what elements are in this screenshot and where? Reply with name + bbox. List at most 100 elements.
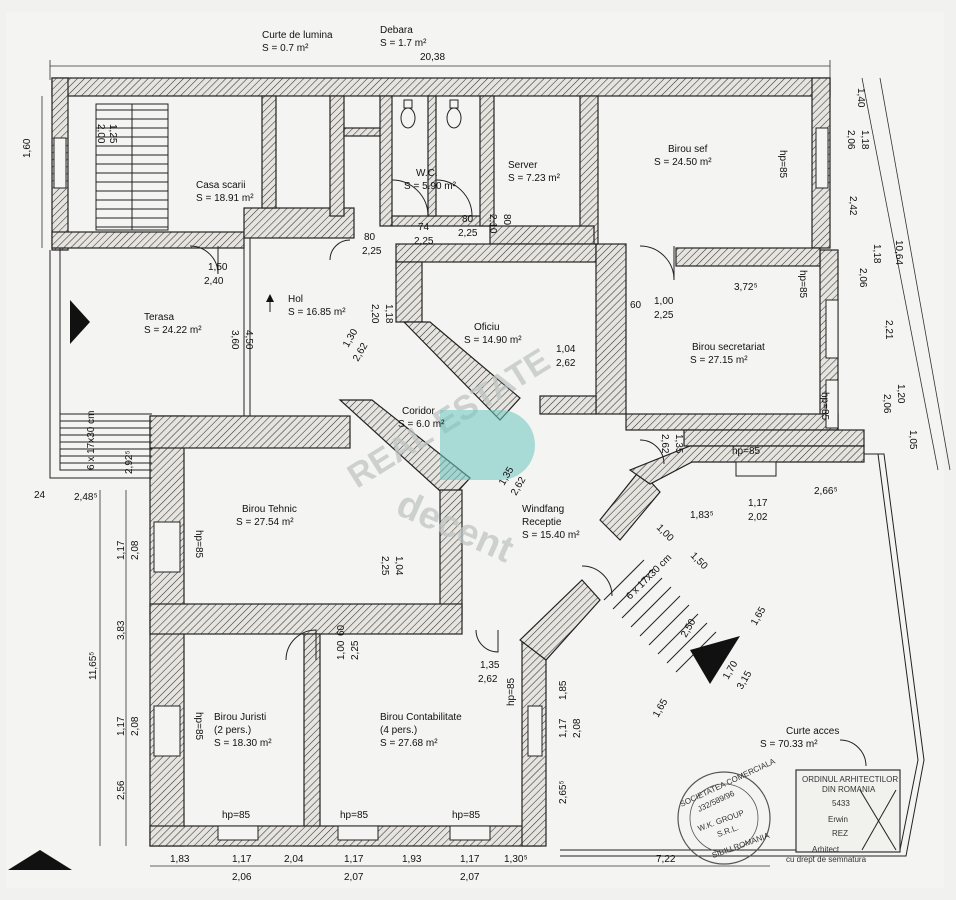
dim-inner: 2,02 (748, 512, 768, 523)
dim-inner: 2,62 (659, 434, 670, 454)
stair-tread (612, 568, 654, 610)
stairs-terasa (59, 413, 152, 471)
room-name-windfang: Windfang (522, 504, 564, 515)
room-name-receptie: Receptie (522, 517, 562, 528)
dim-right: 2,21 (883, 320, 894, 340)
stair-tread (621, 577, 663, 619)
dimension-left: 1,60 11,65⁵ 2,08 1,17 3,83 1,17 2,08 2,5… (22, 96, 141, 846)
room-name-birou-secretariat: Birou secretariat (692, 342, 765, 353)
dim-right: 2,06 (857, 268, 868, 288)
stair-tread (603, 559, 645, 601)
dim-inner: 1,18 (383, 304, 394, 324)
dim-inner: 2,92⁵ (124, 450, 135, 474)
hp-label: hp=85 (452, 810, 481, 821)
dim-bottom: 1,17 (232, 854, 252, 865)
dim-stairs-1: 6 x 17x30 cm (86, 411, 97, 470)
dim-inner: 2,65⁵ (558, 780, 569, 804)
dim-inner: 2,00 (95, 124, 106, 144)
dim-inner: 1,35 (673, 434, 684, 454)
room-name-debara: Debara (380, 25, 413, 36)
curte-acces-outline (560, 453, 925, 857)
dim-left: 1,17 (116, 716, 127, 736)
stairs-windfang (603, 559, 717, 673)
dim-inner: 2,25 (350, 640, 361, 660)
room-area-windfang: S = 15.40 m² (522, 530, 580, 541)
dim-inner: 80 (364, 232, 376, 243)
dim-right: 1,05 (907, 430, 918, 450)
dim-left: 3,83 (116, 620, 127, 640)
stair-tread (657, 613, 699, 655)
watermark-logo-icon (440, 410, 535, 480)
stamp-role1: Arhitect (812, 845, 840, 854)
dim-inner: 2,48⁵ (74, 492, 98, 503)
dim-inner: 74 (418, 222, 430, 233)
architect-stamp: ORDINUL ARHITECTILOR DIN ROMANIA 5433 Er… (786, 769, 901, 864)
dim-inner: 2,25 (458, 228, 478, 239)
dim-inner: 1,83⁵ (690, 510, 714, 521)
room-area-birou-sef: S = 24.50 m² (654, 157, 712, 168)
dim-inner: 80 (462, 214, 474, 225)
dim-right: 2,42 (847, 196, 858, 216)
dim-bottom: 1,30⁵ (504, 854, 528, 865)
room-name-birou-tehnic: Birou Tehnic (242, 504, 297, 515)
stamp-name2: REZ (832, 829, 848, 838)
room-name-curte-acces: Curte acces (786, 726, 839, 737)
dim-bottom: 2,06 (232, 872, 252, 883)
hp-labels: hp=85 hp=85 hp=85 hp=85 hp=85 hp=85 hp=8… (193, 150, 830, 821)
dim-inner: 2,10 (487, 214, 498, 234)
dim-inner: 2,25 (362, 246, 382, 257)
room-labels: Curte de lumina S = 0.7 m² Debara S = 1.… (144, 25, 839, 750)
dim-right: 1,20 (895, 384, 906, 404)
stamp-line2: DIN ROMANIA (822, 785, 876, 794)
dim-inner: 2,08 (572, 718, 583, 738)
room-area-casa-scarii: S = 18.91 m² (196, 193, 254, 204)
room-name-birou-juristi: Birou Juristi (214, 712, 266, 723)
room-area-curte-lumina: S = 0.7 m² (262, 43, 309, 54)
room-capacity-birou-contabilitate: (4 pers.) (380, 725, 417, 736)
doors (189, 239, 867, 767)
room-area-birou-contabilitate: S = 27.68 m² (380, 738, 438, 749)
dim-right-total: 10,64 (893, 240, 904, 265)
dim-inner: 3,72⁵ (734, 282, 758, 293)
room-name-terasa: Terasa (144, 312, 174, 323)
dim-inner: 1,85 (558, 680, 569, 700)
room-name-casa-scarii: Casa scarii (196, 180, 245, 191)
dim-inner: 1,04 (393, 556, 404, 576)
room-name-wc: W.C. (416, 168, 438, 179)
dim-inner: 24 (34, 490, 46, 501)
room-area-debara: S = 1.7 m² (380, 38, 427, 49)
dim-inner: 1,50 (208, 262, 228, 273)
dim-right: 2,06 (881, 394, 892, 414)
room-area-wc: S = 5.90 m² (404, 181, 457, 192)
dim-inner: 1,04 (556, 344, 576, 355)
dim-bottom: 1,83 (170, 854, 190, 865)
room-name-birou-sef: Birou sef (668, 144, 708, 155)
wc-fixtures (391, 99, 473, 217)
room-area-curte-acces: S = 70.33 m² (760, 739, 818, 750)
windows (53, 127, 839, 841)
hp-label: hp=85 (340, 810, 369, 821)
dim-inner: 1,00 (654, 296, 674, 307)
dim-inner: 1,25 (107, 124, 118, 144)
dim-bottom: 1,17 (344, 854, 364, 865)
dim-bottom: 2,07 (344, 872, 364, 883)
dim-inner: 2,62 (556, 358, 576, 369)
hp-label: hp=85 (222, 810, 251, 821)
room-name-coridor: Coridor (402, 406, 435, 417)
dim-inner: 1,35 (480, 660, 500, 671)
stamp-line1: ORDINUL ARHITECTILOR (802, 775, 898, 784)
dim-inner: 1,17 (748, 498, 768, 509)
dim-left: 1,17 (116, 540, 127, 560)
stair-tread (648, 604, 690, 646)
dim-inner: 2,25 (654, 310, 674, 321)
hp-label: hp=85 (193, 712, 204, 741)
north-arrow-icon (8, 850, 72, 870)
hp-label: hp=85 (193, 530, 204, 559)
stair-tread (630, 586, 672, 628)
dim-top-total: 20,38 (420, 52, 445, 63)
dim-left: 2,08 (130, 540, 141, 560)
room-name-server: Server (508, 160, 538, 171)
dim-bottom: 1,17 (460, 854, 480, 865)
dim-inner: 2,40 (204, 276, 224, 287)
